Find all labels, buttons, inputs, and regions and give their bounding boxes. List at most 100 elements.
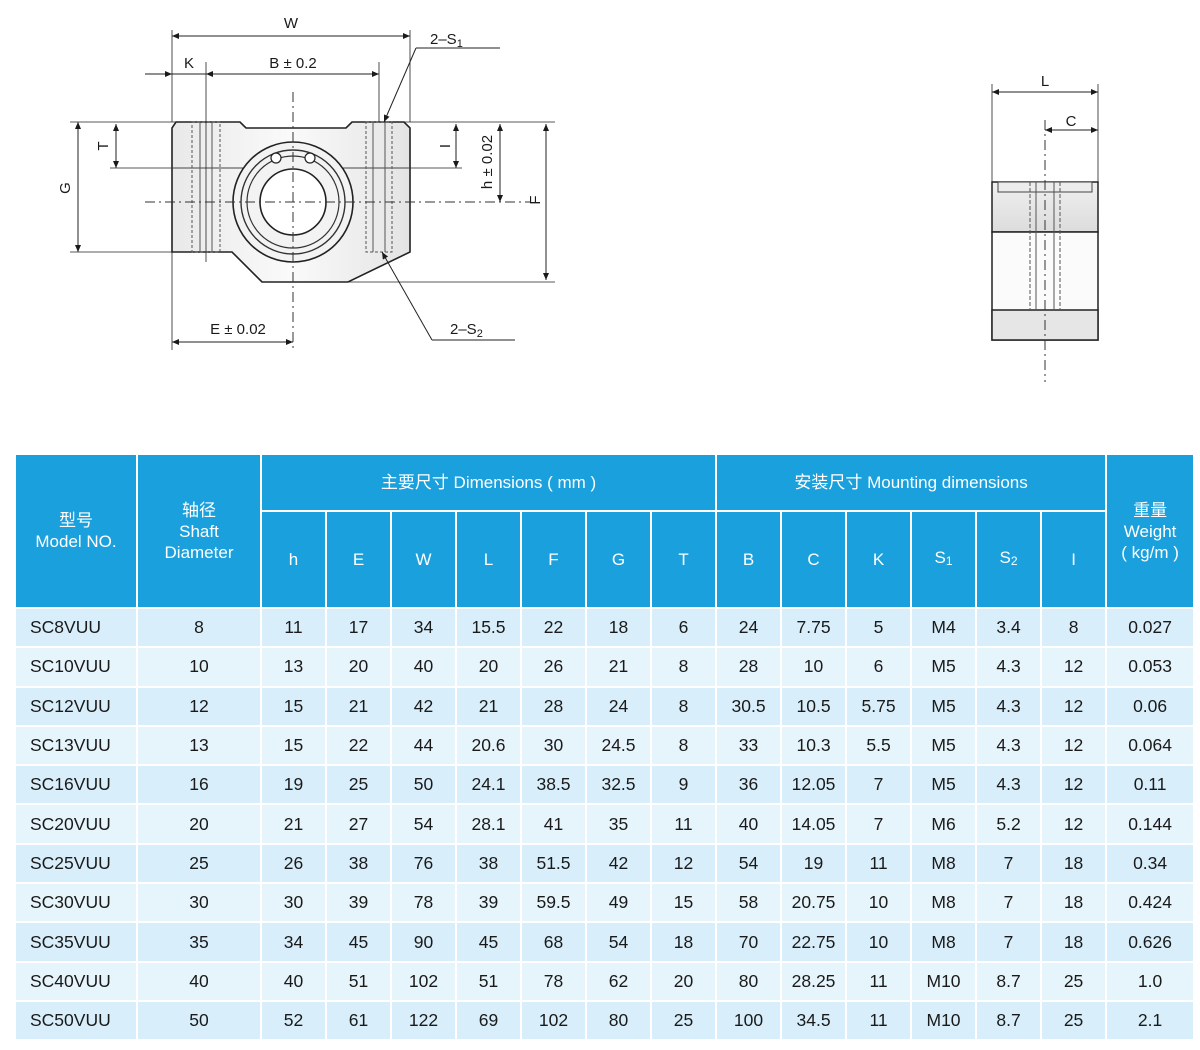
table-cell: 8 [649, 724, 718, 767]
table-cell: 16 [136, 764, 262, 806]
table-cell: 51 [455, 960, 522, 1002]
table-cell: 25 [1040, 960, 1108, 1002]
table-cell: 39 [325, 882, 392, 924]
table-cell: 76 [390, 842, 457, 885]
table-cell: 0.064 [1105, 724, 1196, 767]
table-cell: M5 [910, 685, 978, 727]
table-cell: 28.1 [455, 803, 522, 845]
table-cell: 14.05 [780, 803, 848, 845]
table-cell: 8.7 [975, 999, 1043, 1042]
dim-label-k: K [184, 55, 194, 72]
table-cell: 5 [845, 606, 913, 649]
table-cell: 90 [390, 921, 457, 963]
table-cell: 34 [390, 606, 457, 649]
table-cell: 28 [715, 646, 783, 688]
dim-label-f: F [527, 195, 544, 204]
table-cell: 0.11 [1105, 764, 1196, 806]
table-cell: 12 [1040, 646, 1108, 688]
table-cell: 11 [649, 803, 718, 845]
col-header-l: L [455, 510, 522, 609]
table-cell: 21 [455, 685, 522, 727]
table-cell: 70 [715, 921, 783, 963]
cell-model: SC50VUU [14, 999, 138, 1042]
table-cell: 40 [715, 803, 783, 845]
table-cell: 0.424 [1105, 882, 1196, 924]
table-cell: 38 [325, 842, 392, 885]
table-cell: 28 [520, 685, 587, 727]
cell-model: SC16VUU [14, 764, 138, 806]
table-cell: M5 [910, 724, 978, 767]
table-cell: 102 [390, 960, 457, 1002]
table-cell: 10 [780, 646, 848, 688]
col-header-i: I [1040, 510, 1108, 609]
table-cell: 7 [975, 882, 1043, 924]
col-header-h: h [260, 510, 327, 609]
table-cell: 22 [325, 724, 392, 767]
table-cell: M10 [910, 999, 978, 1042]
table-cell: 18 [1040, 882, 1108, 924]
table-cell: 12 [1040, 803, 1108, 845]
table-cell: 11 [845, 999, 913, 1042]
cell-model: SC10VUU [14, 646, 138, 688]
table-cell: 25 [1040, 999, 1108, 1042]
table-cell: 0.06 [1105, 685, 1196, 727]
table-cell: 21 [260, 803, 327, 845]
table-cell: 58 [715, 882, 783, 924]
table-cell: 7 [845, 764, 913, 806]
table-cell: 8.7 [975, 960, 1043, 1002]
table-cell: 18 [585, 606, 652, 649]
table-cell: 30 [260, 882, 327, 924]
table-cell: 19 [780, 842, 848, 885]
table-cell: 12 [649, 842, 718, 885]
table-cell: 33 [715, 724, 783, 767]
table-cell: 20 [136, 803, 262, 845]
table-cell: 2.1 [1105, 999, 1196, 1042]
table-cell: 38.5 [520, 764, 587, 806]
table-cell: 32.5 [585, 764, 652, 806]
table-cell: 12 [1040, 724, 1108, 767]
table-cell: 26 [260, 842, 327, 885]
table-cell: 10.3 [780, 724, 848, 767]
table-cell: 50 [390, 764, 457, 806]
table-cell: 10 [136, 646, 262, 688]
table-cell: 51.5 [520, 842, 587, 885]
table-cell: 20 [325, 646, 392, 688]
col-header-s2: S2 [975, 510, 1043, 609]
cell-model: SC40VUU [14, 960, 138, 1002]
table-cell: 122 [390, 999, 457, 1042]
table-cell: 21 [325, 685, 392, 727]
table-cell: 1.0 [1105, 960, 1196, 1002]
table-cell: 0.144 [1105, 803, 1196, 845]
cell-model: SC25VUU [14, 842, 138, 885]
table-cell: 13 [260, 646, 327, 688]
table-cell: 34.5 [780, 999, 848, 1042]
table-cell: 34 [260, 921, 327, 963]
table-cell: 80 [585, 999, 652, 1042]
table-cell: 52 [260, 999, 327, 1042]
table-cell: 6 [649, 606, 718, 649]
table-cell: 0.027 [1105, 606, 1196, 649]
table-cell: 68 [520, 921, 587, 963]
table-cell: 22 [520, 606, 587, 649]
table-cell: 6 [845, 646, 913, 688]
table-cell: M5 [910, 646, 978, 688]
table-cell: 11 [845, 960, 913, 1002]
table-cell: 8 [1040, 606, 1108, 649]
table-cell: 12 [136, 685, 262, 727]
col-header-w: W [390, 510, 457, 609]
table-cell: 15.5 [455, 606, 522, 649]
table-cell: 25 [136, 842, 262, 885]
dim-label-h: h ± 0.02 [479, 135, 496, 189]
table-cell: 39 [455, 882, 522, 924]
table-cell: 69 [455, 999, 522, 1042]
table-cell: 38 [455, 842, 522, 885]
table-cell: 26 [520, 646, 587, 688]
header-weight: 重量 Weight ( kg/m ) [1105, 453, 1196, 609]
table-cell: 10 [845, 882, 913, 924]
table-cell: 40 [390, 646, 457, 688]
